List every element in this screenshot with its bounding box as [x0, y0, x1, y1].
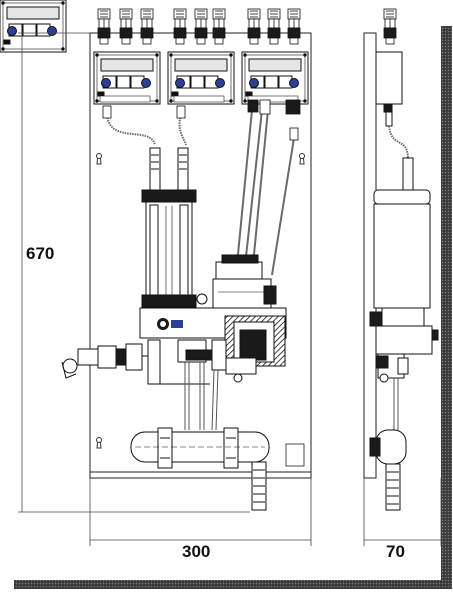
- signal-cables: [106, 109, 295, 276]
- side-flow-cell: [369, 157, 439, 383]
- cable-glands: [102, 99, 301, 141]
- controller-units: [0, 0, 309, 105]
- side-controller: [375, 8, 409, 161]
- dimension-width: 300: [182, 542, 211, 561]
- small-box: [285, 443, 305, 467]
- measuring-chamber: [212, 254, 277, 310]
- drain-hoses: [184, 362, 219, 431]
- side-drain: [369, 378, 407, 511]
- inlet-valve: [61, 339, 161, 385]
- dimension-height: 670: [26, 244, 55, 263]
- lower-fittings: [150, 339, 257, 385]
- brand-logo: [157, 318, 183, 330]
- dimension-depth: 70: [386, 542, 405, 561]
- page-shadow: [14, 26, 452, 589]
- dimension-lines: [18, 32, 442, 546]
- sensor-flow-cell: [141, 147, 208, 308]
- keyhole-icon: [96, 153, 305, 449]
- drain-manifold: [130, 427, 270, 511]
